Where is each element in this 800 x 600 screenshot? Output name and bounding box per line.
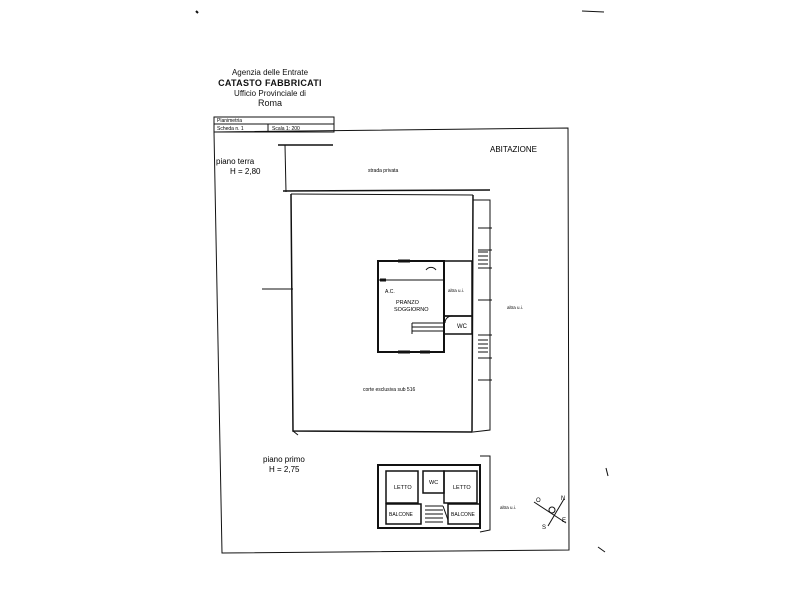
corner-mark bbox=[195, 10, 199, 14]
compass bbox=[533, 498, 567, 527]
stray-mark bbox=[597, 546, 606, 553]
wc-ground-label: WC bbox=[457, 324, 468, 330]
stair-treads bbox=[478, 339, 488, 353]
plan-name: Planimetria bbox=[217, 118, 242, 124]
letto-room bbox=[385, 470, 419, 504]
neighbor-wall bbox=[472, 199, 491, 433]
balcone-left-label: BALCONE bbox=[389, 512, 414, 518]
ac-label: A.C. bbox=[385, 289, 395, 295]
scheda-number: Scheda n. 1 bbox=[217, 126, 244, 132]
window-marks bbox=[380, 259, 430, 354]
first-floor-height: H = 2,75 bbox=[269, 465, 300, 474]
stray-mark bbox=[605, 467, 609, 477]
balcone-right bbox=[447, 503, 481, 525]
altra-ui-right-label: altra u.i. bbox=[507, 305, 523, 310]
use-label: ABITAZIONE bbox=[490, 145, 537, 154]
corte-boundary bbox=[290, 193, 474, 433]
letto-left-label: LETTO bbox=[394, 485, 412, 491]
stair-treads bbox=[478, 251, 488, 265]
corner-mark bbox=[581, 10, 605, 13]
wc-room bbox=[443, 315, 473, 335]
balcone-right-label: BALCONE bbox=[451, 512, 476, 518]
compass-south: S bbox=[542, 525, 546, 531]
street-line bbox=[284, 144, 287, 193]
strada-label: strada privata bbox=[368, 168, 399, 174]
letto-room bbox=[443, 470, 478, 504]
balcone-left bbox=[385, 503, 422, 525]
city-name: Roma bbox=[257, 98, 282, 108]
soggiorno-label: SOGGIORNO bbox=[394, 307, 429, 313]
first-floor-outline bbox=[377, 464, 481, 529]
corte-label: corte esclusiva sub 516 bbox=[363, 387, 415, 393]
agency-name: Agenzia delle Entrate bbox=[231, 68, 309, 77]
corte-boundary bbox=[290, 193, 474, 196]
wc-first-label: WC bbox=[429, 480, 438, 486]
door-swing bbox=[425, 266, 437, 271]
first-floor-label: piano primo bbox=[263, 455, 305, 464]
first-stair bbox=[442, 505, 449, 521]
altra-ui-label: altra u.i. bbox=[448, 288, 464, 293]
compass-west: O bbox=[536, 498, 541, 504]
sheet-frame bbox=[213, 127, 570, 554]
strada-edge bbox=[282, 189, 491, 192]
catasto-title: CATASTO FABBRICATI bbox=[218, 78, 322, 88]
neighbor-wall bbox=[479, 455, 491, 533]
office-name: Ufficio Provinciale di bbox=[234, 89, 306, 98]
ground-floor-height: H = 2,80 bbox=[230, 167, 261, 176]
compass-east: E bbox=[562, 518, 566, 524]
internal-stair bbox=[412, 322, 444, 332]
neighbor-walls bbox=[478, 227, 492, 381]
compass-north: N bbox=[561, 496, 565, 502]
door-swing bbox=[444, 315, 454, 324]
corte-boundary bbox=[292, 430, 299, 436]
pranzo-label: PRANZO bbox=[396, 300, 420, 306]
ground-floor-label: piano terra bbox=[216, 157, 255, 166]
altra-ui-first-label: altra u.i. bbox=[500, 505, 516, 510]
first-stair bbox=[425, 505, 443, 523]
letto-right-label: LETTO bbox=[453, 485, 471, 491]
scale-label: Scala 1: 200 bbox=[272, 126, 300, 132]
